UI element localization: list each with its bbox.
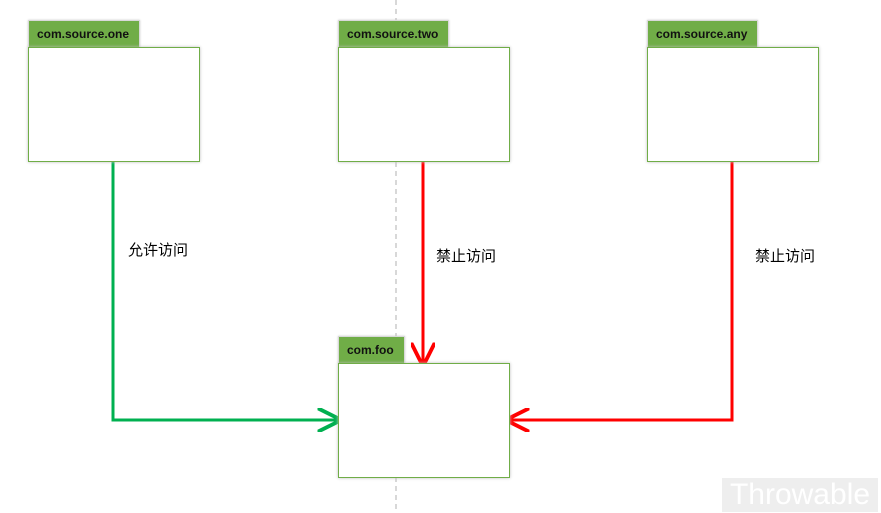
allow-label: 允许访问 xyxy=(128,241,189,259)
package-tab: com.source.two xyxy=(338,20,450,48)
package-tab: com.source.one xyxy=(28,20,141,48)
deny-arrow-any xyxy=(508,160,734,420)
deny-label-any: 禁止访问 xyxy=(755,247,816,265)
deny-label-two: 禁止访问 xyxy=(436,247,497,265)
package-body xyxy=(338,47,510,162)
package-tab: com.foo xyxy=(338,336,405,364)
package-body xyxy=(338,363,510,478)
allow-arrow xyxy=(111,160,339,420)
package-body xyxy=(647,47,819,162)
watermark: Throwable xyxy=(722,478,878,512)
package-tab: com.source.any xyxy=(647,20,759,48)
package-body xyxy=(28,47,200,162)
